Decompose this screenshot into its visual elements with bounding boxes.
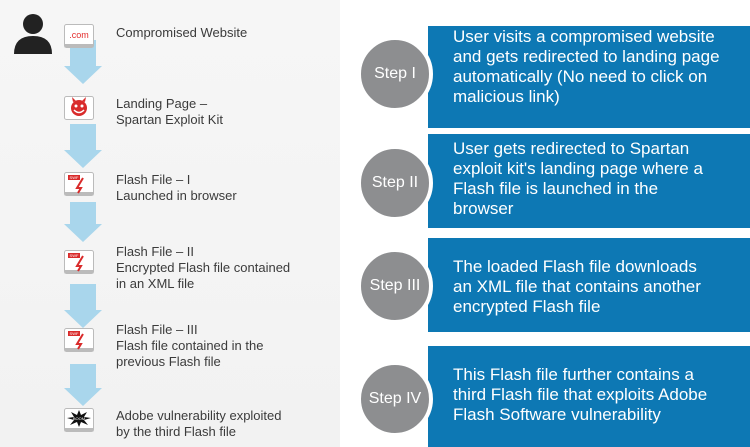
chain-item-label: Adobe vulnerability exploited by the thi…	[116, 408, 282, 439]
step-band-3	[428, 238, 750, 332]
step-band-2	[428, 134, 750, 228]
boom-icon: BOOM	[64, 408, 94, 432]
flash-file-icon: SWF	[64, 172, 94, 196]
arrow-down-icon	[64, 40, 102, 84]
arrow-down-icon	[64, 124, 102, 168]
flash-file-icon: SWF	[64, 328, 94, 352]
step-circle-3: Step III	[357, 248, 433, 324]
svg-text:SWF: SWF	[70, 253, 79, 258]
user-icon	[14, 14, 52, 54]
chain-item-label: Landing Page – Spartan Exploit Kit	[116, 96, 223, 127]
svg-text:SWF: SWF	[70, 175, 79, 180]
svg-text:BOOM: BOOM	[73, 416, 85, 421]
chain-item-label: Flash File – III Flash file contained in…	[116, 322, 264, 369]
svg-text:SWF: SWF	[70, 331, 79, 336]
arrow-down-icon	[64, 364, 102, 406]
step-circle-4: Step IV	[357, 361, 433, 437]
chain-item-label: Flash File – II Encrypted Flash file con…	[116, 244, 291, 291]
step-circle-2: Step II	[357, 145, 433, 221]
chain-item-label: Flash File – I Launched in browser	[116, 172, 237, 203]
step-circle-1: Step I	[357, 36, 433, 112]
step-description: User visits a compromised website and ge…	[453, 27, 720, 106]
devil-icon	[64, 96, 94, 120]
step-band-4	[428, 346, 750, 447]
flash-file-icon: SWF	[64, 250, 94, 274]
arrow-down-icon	[64, 202, 102, 242]
dotcom-icon: .com	[64, 24, 94, 48]
step-description: User gets redirected to Spartan exploit …	[453, 139, 703, 218]
step-description: The loaded Flash file downloads an XML f…	[453, 257, 701, 316]
svg-text:.com: .com	[69, 30, 89, 40]
step-band-1	[428, 26, 750, 128]
chain-item-label: Compromised Website	[116, 25, 248, 40]
arrow-down-icon	[64, 284, 102, 328]
step-description: This Flash file further contains a third…	[453, 365, 708, 424]
attack-chain-panel: .com Compromised Website Landing Page – …	[0, 0, 340, 447]
